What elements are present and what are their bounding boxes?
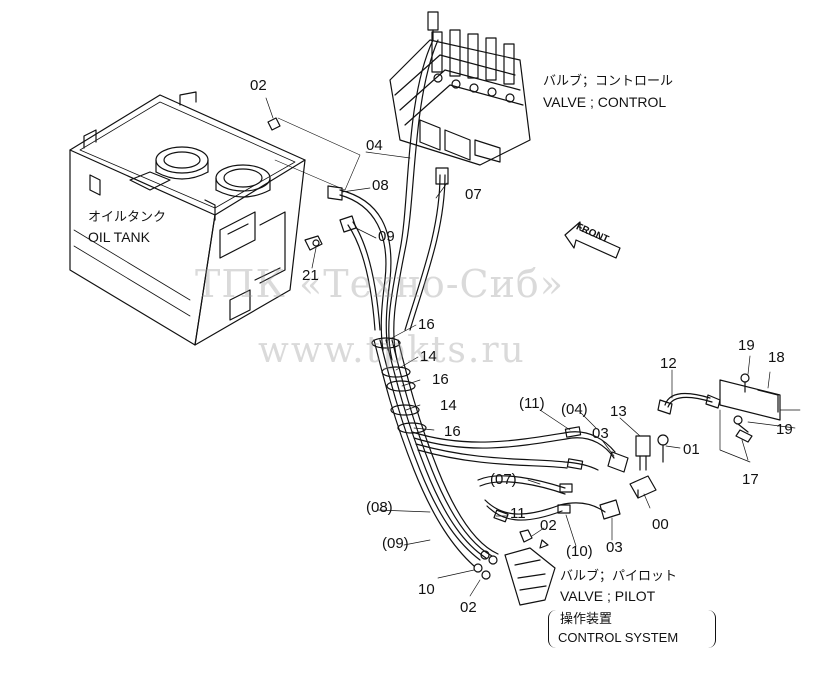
hose-bundle	[327, 39, 616, 567]
part-label-03-b: 03	[606, 539, 623, 556]
control-system-caption-jp: 操作装置	[560, 612, 613, 627]
part-label-16-a: 16	[418, 316, 435, 333]
part-label-07: 07	[465, 186, 482, 203]
part-label-19-a: 19	[738, 337, 755, 354]
part-label-14-b: 14	[440, 397, 457, 414]
part-label-02-top: 02	[250, 77, 267, 94]
pilot-valve-caption-en: VALVE ; PILOT	[560, 588, 656, 604]
part-label-02-mid: 02	[540, 517, 557, 534]
pilot-valve-caption-jp: バルブ；パイロット	[560, 569, 678, 584]
part-label-12: 12	[660, 355, 677, 372]
part-label-04: 04	[366, 137, 383, 154]
part-label-00: 00	[652, 516, 669, 533]
control-valve-caption-jp: バルブ；コントロール	[543, 74, 674, 89]
switch-bracket-drawing	[657, 373, 801, 463]
part-label-02-bot: 02	[460, 599, 477, 616]
part-label-07-paren: (07)	[490, 471, 517, 488]
part-label-10-paren: (10)	[566, 543, 593, 560]
pilot-valve-drawing	[473, 529, 556, 606]
part-label-03-a: 03	[592, 425, 609, 442]
part-label-08: 08	[372, 177, 389, 194]
oil-tank-caption-en: OIL TANK	[88, 229, 150, 245]
oil-tank-drawing	[69, 91, 323, 346]
part-label-16-c: 16	[444, 423, 461, 440]
part-label-17: 17	[742, 471, 759, 488]
part-label-11-paren: (11)	[519, 395, 545, 412]
part-label-11: 11	[510, 505, 526, 522]
part-label-18: 18	[768, 349, 785, 366]
control-valve-caption-en: VALVE ; CONTROL	[543, 94, 667, 110]
part-label-13: 13	[610, 403, 627, 420]
part-label-16-b: 16	[432, 371, 449, 388]
part-label-09: 09	[378, 228, 395, 245]
control-system-caption-en: CONTROL SYSTEM	[558, 630, 679, 645]
control-system-bracket	[548, 610, 716, 648]
part-label-09-paren: (09)	[382, 535, 409, 552]
oil-tank-caption-jp: オイルタンク	[88, 210, 167, 225]
part-label-04-paren: (04)	[561, 401, 588, 418]
leader-lines	[265, 97, 796, 597]
part-label-19-b: 19	[776, 421, 793, 438]
fittings	[599, 434, 669, 520]
part-label-01: 01	[683, 441, 700, 458]
part-label-21: 21	[302, 267, 319, 284]
part-label-08-paren: (08)	[366, 499, 393, 516]
part-label-14-a: 14	[420, 348, 437, 365]
part-label-10: 10	[418, 581, 435, 598]
front-arrow-drawing	[564, 221, 621, 259]
